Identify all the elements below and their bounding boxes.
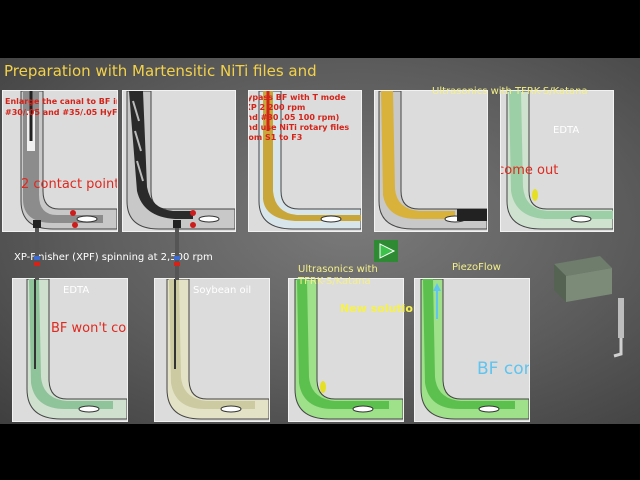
tooth-diagram-4 xyxy=(378,91,487,230)
panel-niti-rotary xyxy=(374,90,488,232)
panel8-header-line2: TFRK-S/Katana xyxy=(298,276,371,287)
play-triangle-icon[interactable] xyxy=(374,240,398,262)
piezoflow-box-icon xyxy=(554,256,612,302)
panel1-note-line1: Enlarge the canal to BF in funnel shape … xyxy=(5,97,117,106)
slide: Preparation with Martensitic NiTi files … xyxy=(0,58,640,424)
row2-header: XP-Finisher (XPF) spinning at 2,500 rpm xyxy=(14,252,213,263)
panel5-edta-label: EDTA xyxy=(553,125,580,136)
contact-points-label: 2 contact points xyxy=(21,177,118,192)
panel9-header: PiezoFlow xyxy=(452,262,501,273)
tooth-diagram-1 xyxy=(20,91,117,230)
xpf-file-icon-2 xyxy=(173,220,181,280)
panel7-liquid-label: Soybean oil xyxy=(193,285,252,296)
panel6-result-label: BF won't come out xyxy=(51,321,127,336)
panel3-note-line4: and use NiTi rotary files xyxy=(248,123,350,132)
panel-ultrasonics-edta: EDTA BF won't come out xyxy=(500,90,614,232)
tooth-diagram-6 xyxy=(26,279,127,420)
panel-piezoflow: BF comes out xyxy=(414,278,530,422)
tooth-diagram-2 xyxy=(126,91,235,230)
panel-xpf-edta: EDTA BF won't come out xyxy=(12,278,128,422)
video-bottom-bar xyxy=(0,424,640,480)
panel5-result-label: BF won't come out xyxy=(500,163,559,178)
panel-soybean-oil: Soybean oil xyxy=(154,278,270,422)
panel5-header: Ultrasonics with TFRK-S/Katana xyxy=(432,86,588,97)
tooth-diagram-3 xyxy=(258,91,361,230)
panel3-note-line3: and #30 .05 100 rpm) xyxy=(248,113,340,122)
new-solution-label: New solution xyxy=(340,302,421,315)
panel6-edta-label: EDTA xyxy=(63,285,90,296)
slide-title: Preparation with Martensitic NiTi files … xyxy=(4,62,317,80)
panel8-header-line1: Ultrasonics with xyxy=(298,264,378,275)
panel-ultrasonics-new xyxy=(288,278,404,422)
panel9-result-label: BF comes out xyxy=(477,359,529,379)
tooth-diagram-7 xyxy=(166,279,269,420)
ultrasonic-tip-icon xyxy=(613,298,624,358)
panel3-note-line2: (XP 2 200 rpm xyxy=(249,103,306,112)
panel3-note-line1: Bypass BF with T mode xyxy=(248,93,346,102)
panel3-note-line5: from S1 to F3 xyxy=(248,133,303,142)
tooth-diagram-8 xyxy=(294,279,403,420)
tooth-diagram-9 xyxy=(420,279,529,420)
panel-hyflex-file xyxy=(122,90,236,232)
tooth-diagram-5 xyxy=(506,91,613,230)
panel1-note-line2: #30/.05 and #35/.05 HyFlex EDM xyxy=(5,108,118,117)
xpf-file-icon-1 xyxy=(33,220,41,280)
panel-enlarge-canal: Enlarge the canal to BF in funnel shape … xyxy=(2,90,118,232)
panel-bypass-bf: Bypass BF with T mode (XP 2 200 rpm and … xyxy=(248,90,362,232)
